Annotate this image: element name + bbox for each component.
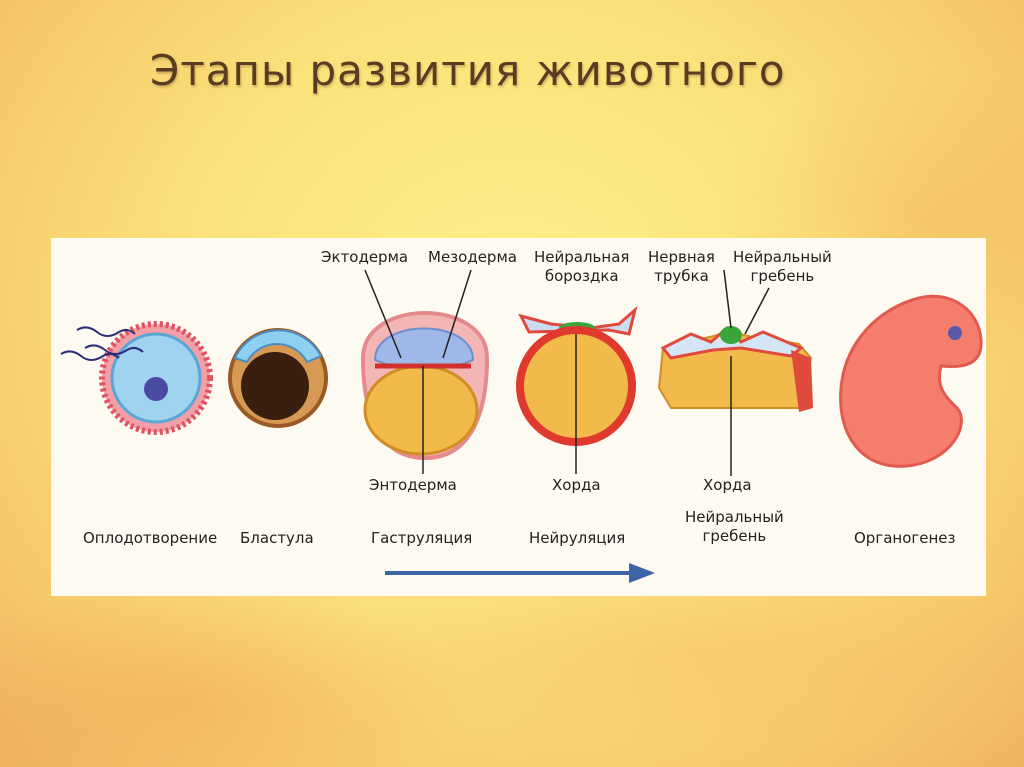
label-neural-crest-bottom: Нейральный гребень <box>685 508 784 545</box>
organogenesis-illustration <box>839 294 983 468</box>
label-ectoderm: Эктодерма <box>321 248 409 266</box>
gastrulation-illustration <box>360 269 490 474</box>
stage-label-blastula: Бластула <box>240 529 314 547</box>
stage-label-fertilization: Оплодотворение <box>83 529 218 547</box>
stage-label-gastrulation: Гаструляция <box>371 529 473 547</box>
diagram-canvas <box>60 269 983 583</box>
label-mesoderm: Мезодерма <box>428 248 517 266</box>
label-endoderm: Энтодерма <box>369 476 457 494</box>
fertilization-illustration <box>60 321 213 435</box>
label-neural-groove: Нейральная бороздка <box>534 248 630 285</box>
stage-label-organogenesis: Органогенез <box>854 529 956 547</box>
label-chord-1: Хорда <box>552 476 601 494</box>
page-title: Этапы развития животного <box>150 46 786 95</box>
blastula-illustration <box>228 328 328 428</box>
label-neural-crest-top: Нейральный гребень <box>733 248 832 285</box>
neurulation-illustration <box>516 305 638 474</box>
diagram-panel: Эктодерма Мезодерма Нейральная бороздка … <box>51 238 986 596</box>
neural-tube-illustration <box>657 269 813 476</box>
progress-arrow <box>385 563 655 583</box>
label-chord-2: Хорда <box>703 476 752 494</box>
label-neural-tube: Нервная трубка <box>648 248 715 285</box>
stage-label-neurulation: Нейруляция <box>529 529 626 547</box>
